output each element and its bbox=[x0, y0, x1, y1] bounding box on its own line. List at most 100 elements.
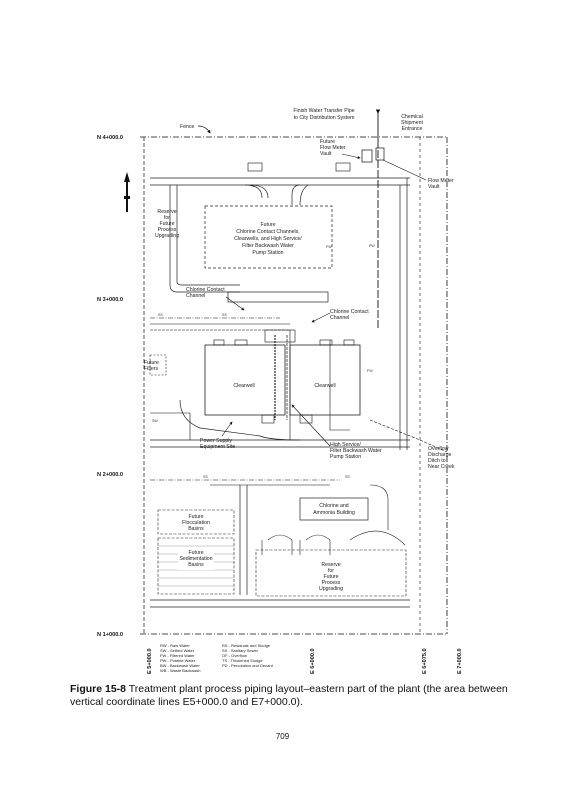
fence-arrow bbox=[197, 125, 211, 134]
future-sed-label-3: Basins bbox=[188, 562, 204, 568]
legend-right-2: OF - Overflow bbox=[222, 653, 247, 658]
pipe-tag-fw-mid: FW bbox=[367, 369, 373, 373]
legend-right-3: TS - Thickened Sludge bbox=[222, 658, 263, 663]
legend-left-3: PW - Potable Water bbox=[160, 658, 196, 663]
sed-basin-hatch bbox=[158, 545, 234, 587]
future-ccc-label-4: Filter Backwash Water bbox=[242, 243, 294, 249]
pipe-tag-fw-top: FW bbox=[326, 245, 332, 249]
future-filters bbox=[149, 354, 167, 376]
clearwell-left bbox=[204, 344, 286, 416]
power-supply-label-2: Equipment Site bbox=[200, 444, 235, 450]
reserve-label-4: Process bbox=[158, 227, 177, 233]
pipe-tag-ss-3: SS bbox=[203, 475, 208, 479]
overflow-label-1: Overflow bbox=[428, 446, 449, 452]
future-ccc-label-1: Future bbox=[261, 222, 276, 228]
site-plan: Finish Water Transfer Pipe to City Distr… bbox=[97, 108, 463, 674]
power-supply-arrow bbox=[221, 421, 233, 437]
future-floc-basins bbox=[157, 509, 235, 535]
overflow-label-3: Ditch to bbox=[428, 458, 446, 464]
overflow-pipe bbox=[369, 419, 448, 453]
future-ccc-block bbox=[204, 205, 333, 269]
legend-left-5: WB - Waste Backwash bbox=[160, 668, 201, 673]
overflow-label-4: Near Creek bbox=[428, 464, 455, 470]
coord-e6: E 6+000.0 bbox=[310, 648, 316, 674]
cl-contact-channel bbox=[227, 291, 329, 303]
pipe-tag-ss-2: SS bbox=[222, 313, 227, 317]
future-flow-meter-label-1: Future bbox=[320, 139, 335, 145]
future-flow-meter-label-3: Vault bbox=[320, 151, 332, 157]
coord-n3: N 3+000.0 bbox=[97, 297, 123, 303]
reserve-label-2: for bbox=[164, 215, 170, 221]
reserve-bottom-area bbox=[255, 549, 407, 597]
coord-n1: N 1+000.0 bbox=[97, 632, 123, 638]
north-arrow-icon bbox=[124, 172, 130, 212]
roads bbox=[150, 177, 410, 608]
pipe-tag-sw: SW bbox=[152, 419, 158, 423]
clearwell-details bbox=[213, 329, 355, 424]
future-ccc-label-5: Pump Station bbox=[252, 250, 283, 256]
chlorine-ammonia-building bbox=[299, 497, 369, 521]
flow-meter-vault-leader bbox=[382, 159, 427, 181]
future-floc-label-2: Flocculation bbox=[182, 520, 210, 526]
fence-label: Fence bbox=[180, 124, 195, 130]
cl-contact-left-label-1: Chlorine Contact bbox=[186, 287, 225, 293]
future-floc-label-3: Basins bbox=[188, 526, 204, 532]
legend-right-4: PD - Percolation and Decant bbox=[222, 663, 274, 668]
reserve-bottom-label-4: Process bbox=[322, 580, 341, 586]
pipe-tag-pw: PW bbox=[369, 244, 375, 248]
chemical-label-3: Entrance bbox=[402, 126, 423, 132]
future-flow-meter-label-2: Flow Meter bbox=[320, 145, 346, 151]
cl-contact-right-arrow bbox=[311, 312, 331, 323]
cl-contact-right-label-2: Channel bbox=[330, 315, 349, 321]
high-service-label-1: High Service/ bbox=[330, 442, 361, 448]
clearwell-left-label: Clearwell bbox=[233, 383, 254, 389]
figure-number: Figure 15-8 bbox=[70, 683, 127, 695]
sed-label-bg bbox=[178, 548, 214, 570]
coord-n4: N 4+000.0 bbox=[97, 135, 123, 141]
future-flow-meter-vault bbox=[361, 149, 373, 163]
figure-caption: Figure 15-8 Treatment plant process pipi… bbox=[70, 683, 540, 709]
finish-water-label-1: Finish Water Transfer Pipe bbox=[293, 108, 354, 114]
high-service-arrow bbox=[291, 404, 331, 447]
page-number: 709 bbox=[275, 732, 290, 741]
future-filters-label-2: Filters bbox=[144, 366, 159, 372]
chemical-label-1: Chemical bbox=[401, 114, 423, 120]
road-loops-bottom bbox=[261, 484, 406, 555]
reserve-bottom-label-1: Reserve bbox=[321, 562, 340, 568]
reserve-bottom-label-5: Upgrading bbox=[319, 586, 343, 592]
future-floc-label-1: Future bbox=[189, 514, 204, 520]
coord-n2: N 2+000.0 bbox=[97, 472, 123, 478]
chemical-label-2: Shipment bbox=[401, 120, 423, 126]
finish-water-label-2: to City Distribution System bbox=[294, 115, 355, 121]
chlorine-ammonia-label-2: Ammonia Building bbox=[313, 510, 355, 516]
future-ccc-label-2: Chlorine Contact Channels, bbox=[236, 229, 299, 235]
flow-meter-vault-label-2: Vault bbox=[428, 184, 440, 190]
future-flow-meter-arrow bbox=[341, 153, 361, 159]
chlorine-ammonia-label-1: Chlorine and bbox=[319, 503, 349, 509]
clearwell-right bbox=[289, 344, 361, 416]
power-supply-label-1: Power Supply bbox=[200, 438, 232, 444]
reserve-label-3: Future bbox=[160, 221, 175, 227]
legend-right-1: SS - Sanitary Sewer bbox=[222, 648, 259, 653]
pipe-legend: RW - Raw Water SW - Settled Water FW - F… bbox=[160, 643, 274, 673]
overflow-label-2: Discharge bbox=[428, 452, 451, 458]
future-sed-label-1: Future bbox=[189, 550, 204, 556]
pipe-tag-ss-1: SS bbox=[158, 313, 163, 317]
figure-caption-text: Treatment plant process piping layout–ea… bbox=[70, 683, 508, 708]
flow-meter-vault-label-1: Flow Meter bbox=[428, 178, 454, 184]
legend-left-2: FW - Filtered Water bbox=[160, 653, 195, 658]
legend-left-1: SW - Settled Water bbox=[160, 648, 195, 653]
clearwell-right-label: Clearwell bbox=[314, 383, 335, 389]
coord-e7: E 7+000.0 bbox=[457, 648, 463, 674]
reserve-label-5: Upgrading bbox=[155, 233, 179, 239]
pipe-tag-ss-4: SS bbox=[345, 475, 350, 479]
coord-e6b: E 6+075.0 bbox=[422, 648, 428, 674]
top-vaults bbox=[247, 162, 351, 172]
legend-left-4: BW - Backwash Water bbox=[160, 663, 201, 668]
cl-contact-left-label-2: Channel bbox=[186, 293, 205, 299]
reserve-bottom-label-3: Future bbox=[324, 574, 339, 580]
flow-meter-vault bbox=[375, 147, 385, 161]
high-service-label-2: Filter Backwash Water bbox=[330, 448, 382, 454]
legend-right-0: RS - Residuals and Sludge bbox=[222, 643, 271, 648]
reserve-bottom-label-2: for bbox=[328, 568, 334, 574]
